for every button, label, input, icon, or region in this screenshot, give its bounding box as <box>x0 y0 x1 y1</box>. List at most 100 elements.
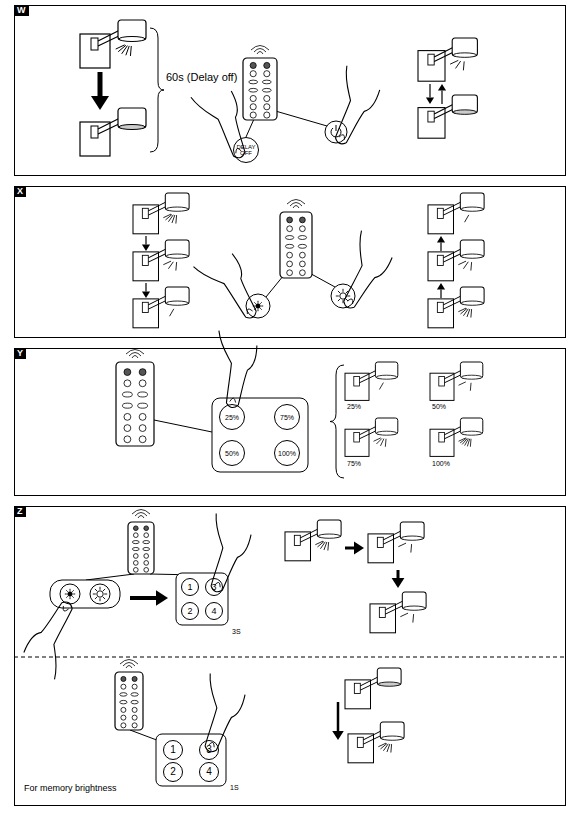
brightness-ray <box>100 598 101 601</box>
button-label: 2 <box>187 607 192 616</box>
light-ray <box>130 46 132 56</box>
finger-outline <box>206 331 259 410</box>
remote-key <box>285 244 293 248</box>
lamp-lens <box>453 53 476 58</box>
panel-letter: Y <box>14 348 26 359</box>
arrow-head <box>142 245 150 251</box>
lamp-lens <box>166 301 188 305</box>
remote-key <box>287 217 293 223</box>
brightness-ray <box>260 308 261 309</box>
brightness-ray <box>65 594 67 595</box>
remote-key <box>143 541 150 544</box>
remote-button: 2 <box>163 762 183 782</box>
brightness-ray <box>347 296 350 297</box>
lamp-lens <box>378 682 400 686</box>
wall-lamp <box>285 520 341 561</box>
lamp-lens <box>461 254 483 258</box>
signal-wave <box>257 52 263 55</box>
remote-key <box>264 62 270 68</box>
remote-key <box>132 676 137 681</box>
brightness-icon <box>256 304 260 308</box>
step-panel: WDELAY OFF <box>14 5 566 176</box>
light-ray <box>379 383 383 390</box>
brightness-ray <box>66 596 67 597</box>
remote-key <box>287 270 293 276</box>
lamp-mount <box>437 255 443 265</box>
remote-key <box>250 104 256 110</box>
pointing-finger <box>193 246 265 330</box>
button-label: 50% <box>225 450 239 457</box>
remote-body <box>115 672 143 730</box>
light-ray <box>470 262 472 270</box>
remote-key <box>133 561 138 566</box>
remote-button: DELAY OFF <box>233 137 259 163</box>
remote-key <box>264 71 270 77</box>
wall-plate <box>418 108 445 139</box>
brightness-ray <box>70 589 71 591</box>
finger-nail <box>61 606 68 612</box>
lamp-mount <box>142 255 148 265</box>
signal-wave <box>293 206 299 209</box>
remote-key <box>144 526 149 531</box>
arrow-head <box>426 98 434 104</box>
wall-plate <box>133 299 159 328</box>
light-ray <box>170 309 174 316</box>
light-ray <box>463 262 468 269</box>
brightness-ray <box>72 596 73 597</box>
remote-key <box>300 270 306 276</box>
remote-body <box>116 362 154 446</box>
panel-letter: X <box>14 186 26 197</box>
light-ray <box>412 614 414 622</box>
remote-key <box>124 436 131 443</box>
lamp-lens <box>381 736 403 740</box>
remote-button: 50% <box>219 440 245 466</box>
light-ray <box>470 309 472 317</box>
lamp-mount <box>439 432 445 442</box>
remote-key <box>139 380 146 387</box>
wall-plate <box>430 429 454 456</box>
lamp-mount <box>354 432 360 442</box>
brightness-ray <box>100 587 101 590</box>
brightness-ray <box>258 301 259 303</box>
remote-key <box>133 568 138 573</box>
remote-key <box>139 425 146 432</box>
wall-plate <box>80 34 110 68</box>
signal-wave <box>120 660 138 665</box>
lamp-lens <box>453 110 476 115</box>
remote-key <box>132 723 137 728</box>
wall-lamp <box>345 362 398 400</box>
remote-key <box>124 413 131 420</box>
lamp-lens <box>403 606 425 610</box>
brightness-caption: 75% <box>347 460 361 468</box>
button-label: 4 <box>211 607 216 616</box>
remote-key <box>287 226 293 232</box>
remote-key <box>120 693 127 696</box>
remote-key <box>124 369 131 376</box>
wall-lamp <box>133 287 189 328</box>
lamp-mount <box>91 126 98 138</box>
lamp-lens <box>461 431 482 435</box>
arrow-shaft <box>440 242 441 251</box>
light-ray <box>116 45 125 49</box>
remote-key <box>133 554 138 559</box>
remote-button: 4 <box>205 602 223 620</box>
light-ray <box>163 261 171 265</box>
delay-note: 60s (Delay off) <box>166 71 237 83</box>
remote-key <box>250 62 256 68</box>
pointing-finger <box>191 513 254 596</box>
finger-outline <box>19 595 91 679</box>
wall-plate <box>370 604 396 633</box>
remote-key <box>120 700 127 703</box>
remote-body <box>128 522 154 574</box>
leader-line <box>336 125 337 131</box>
lamp-mount <box>428 54 434 65</box>
brightness-ray <box>338 291 340 293</box>
light-ray <box>378 743 386 747</box>
brightness-ray <box>95 589 97 591</box>
arrow-head <box>354 542 364 555</box>
light-ray <box>470 439 472 447</box>
lamp-mount <box>354 376 360 386</box>
keypad-closeup <box>176 573 228 625</box>
wall-plate <box>418 51 445 82</box>
remote-body <box>243 58 277 120</box>
